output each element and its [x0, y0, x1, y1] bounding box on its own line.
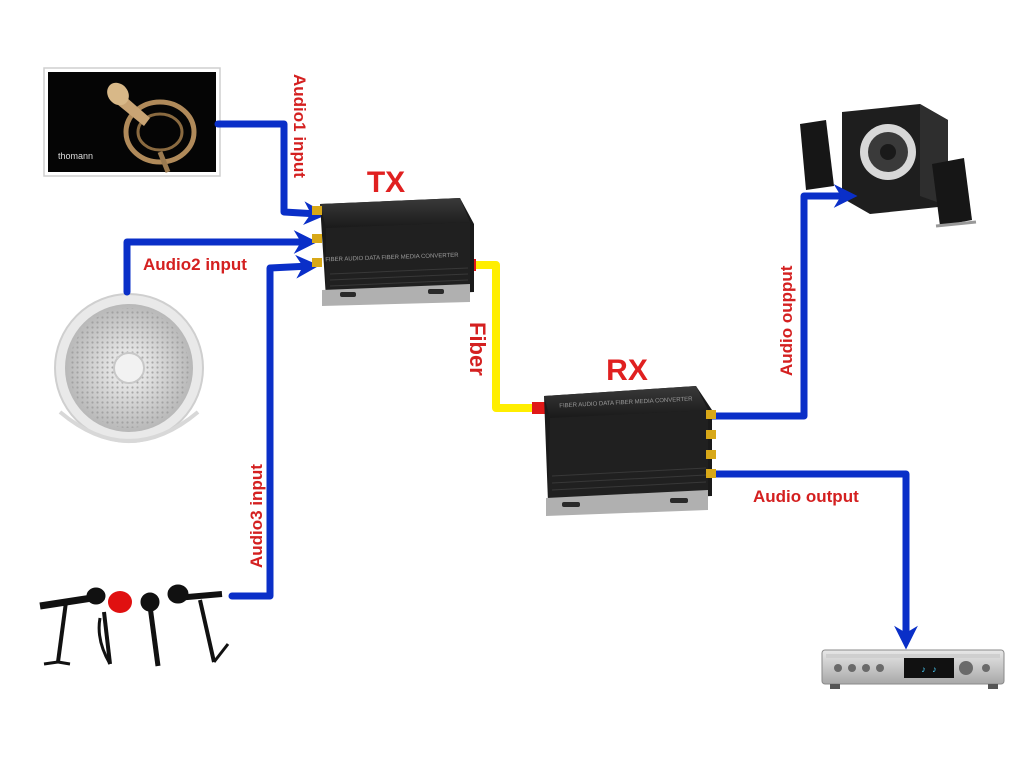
svg-text:♪ ♪: ♪ ♪ — [921, 665, 937, 675]
audio3-input-label: Audio3 input — [247, 464, 266, 568]
amplifier-out-cable — [710, 470, 918, 650]
audio2-input-label: Audio2 input — [143, 255, 247, 274]
audio2-cable — [123, 230, 318, 296]
rx-converter: FIBER AUDIO DATA FIBER MEDIA CONVERTER — [544, 386, 716, 516]
amplifier-photo: ♪ ♪ — [821, 649, 1005, 689]
amplifier-output-label: Audio output — [753, 487, 859, 506]
tx-converter: FIBER AUDIO DATA FIBER MEDIA CONVERTER — [312, 198, 474, 306]
rx-title: RX — [606, 354, 648, 387]
speaker-output-label: Audio oupput — [777, 265, 796, 376]
speaker-out-cable — [708, 184, 858, 420]
ceiling-speaker-photo — [54, 293, 204, 443]
condenser-mic-photo: thomann — [43, 67, 221, 177]
rx-fiber-connector — [532, 402, 546, 414]
fiber-cable — [474, 261, 534, 412]
audio-cables — [123, 120, 918, 650]
audio1-cable — [214, 120, 328, 226]
tx-panel-text: FIBER AUDIO DATA FIBER MEDIA CONVERTER — [325, 253, 459, 264]
audio1-input-label: Audio1 input — [290, 74, 309, 178]
microphones-photo — [39, 584, 230, 667]
speaker-system-photo — [800, 104, 977, 228]
audio3-cable — [228, 254, 320, 600]
tx-title: TX — [367, 166, 405, 199]
fiber-label: Fiber — [465, 322, 490, 376]
mic-brand-logo: thomann — [58, 151, 93, 161]
